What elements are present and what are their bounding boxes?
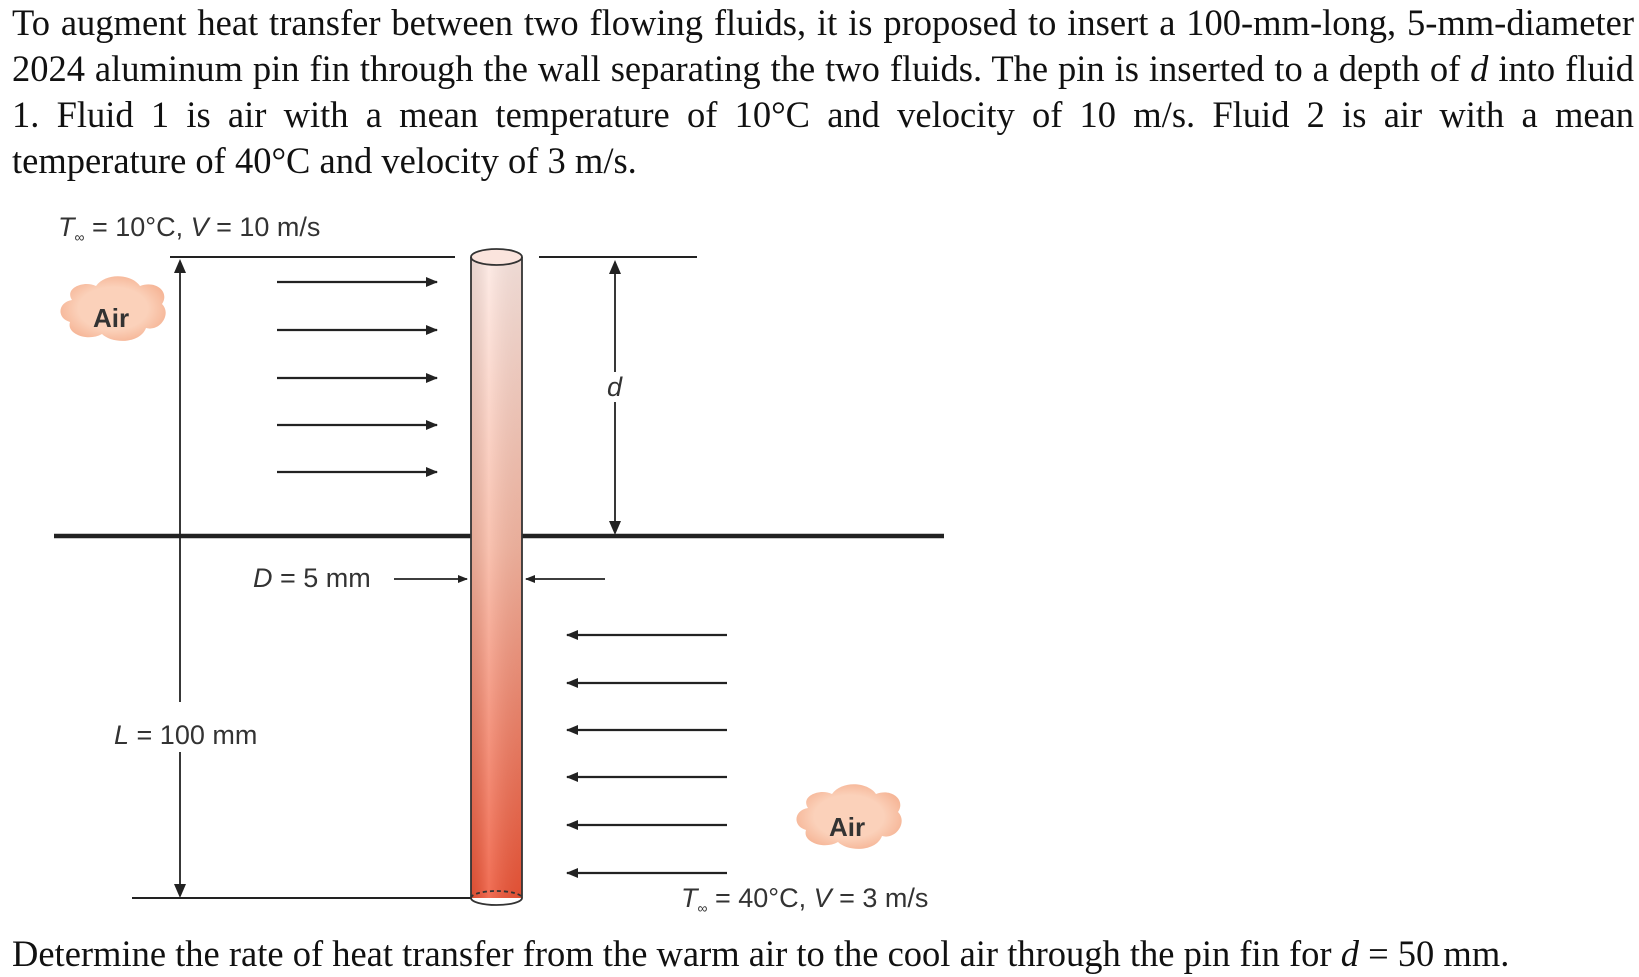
problem-question: Determine the rate of heat transfer from… [12, 931, 1634, 977]
problem-intro-part1: To augment heat transfer between two flo… [12, 2, 1634, 89]
diameter-label: D = 5 mm [253, 563, 371, 593]
air-label-fluid2: Air [829, 812, 865, 842]
fluid1-flow-arrows [277, 277, 438, 477]
length-arrow-bottom [174, 884, 186, 898]
depth-dimension: d [607, 260, 623, 535]
question-variable: d [1340, 933, 1359, 974]
problem-statement: To augment heat transfer between two flo… [12, 0, 1634, 184]
length-arrow-top [174, 259, 186, 273]
question-part1: Determine the rate of heat transfer from… [12, 933, 1341, 974]
diameter-dimension: D = 5 mm [253, 563, 605, 593]
fluid2-flow-arrows [566, 630, 727, 878]
fluid2-conditions-label: T∞ = 40°C, V = 3 m/s [681, 883, 928, 916]
length-dimension: L = 100 mm [114, 259, 257, 898]
air-cloud-fluid1: Air [60, 276, 166, 341]
problem-intro-variable: d [1470, 48, 1489, 89]
air-label-fluid1: Air [93, 303, 129, 333]
fluid1-conditions-label: T∞ = 10°C, V = 10 m/s [58, 212, 320, 245]
depth-label: d [607, 372, 623, 402]
question-part2: = 50 mm. [1358, 933, 1510, 974]
air-cloud-fluid2: Air [796, 784, 902, 849]
fin-tip-ellipse [470, 248, 523, 266]
pin-fin [470, 248, 523, 906]
problem-intro-part2: into fluid 1. Fluid 1 is air with a mean… [12, 48, 1635, 181]
length-label: L = 100 mm [114, 720, 257, 750]
